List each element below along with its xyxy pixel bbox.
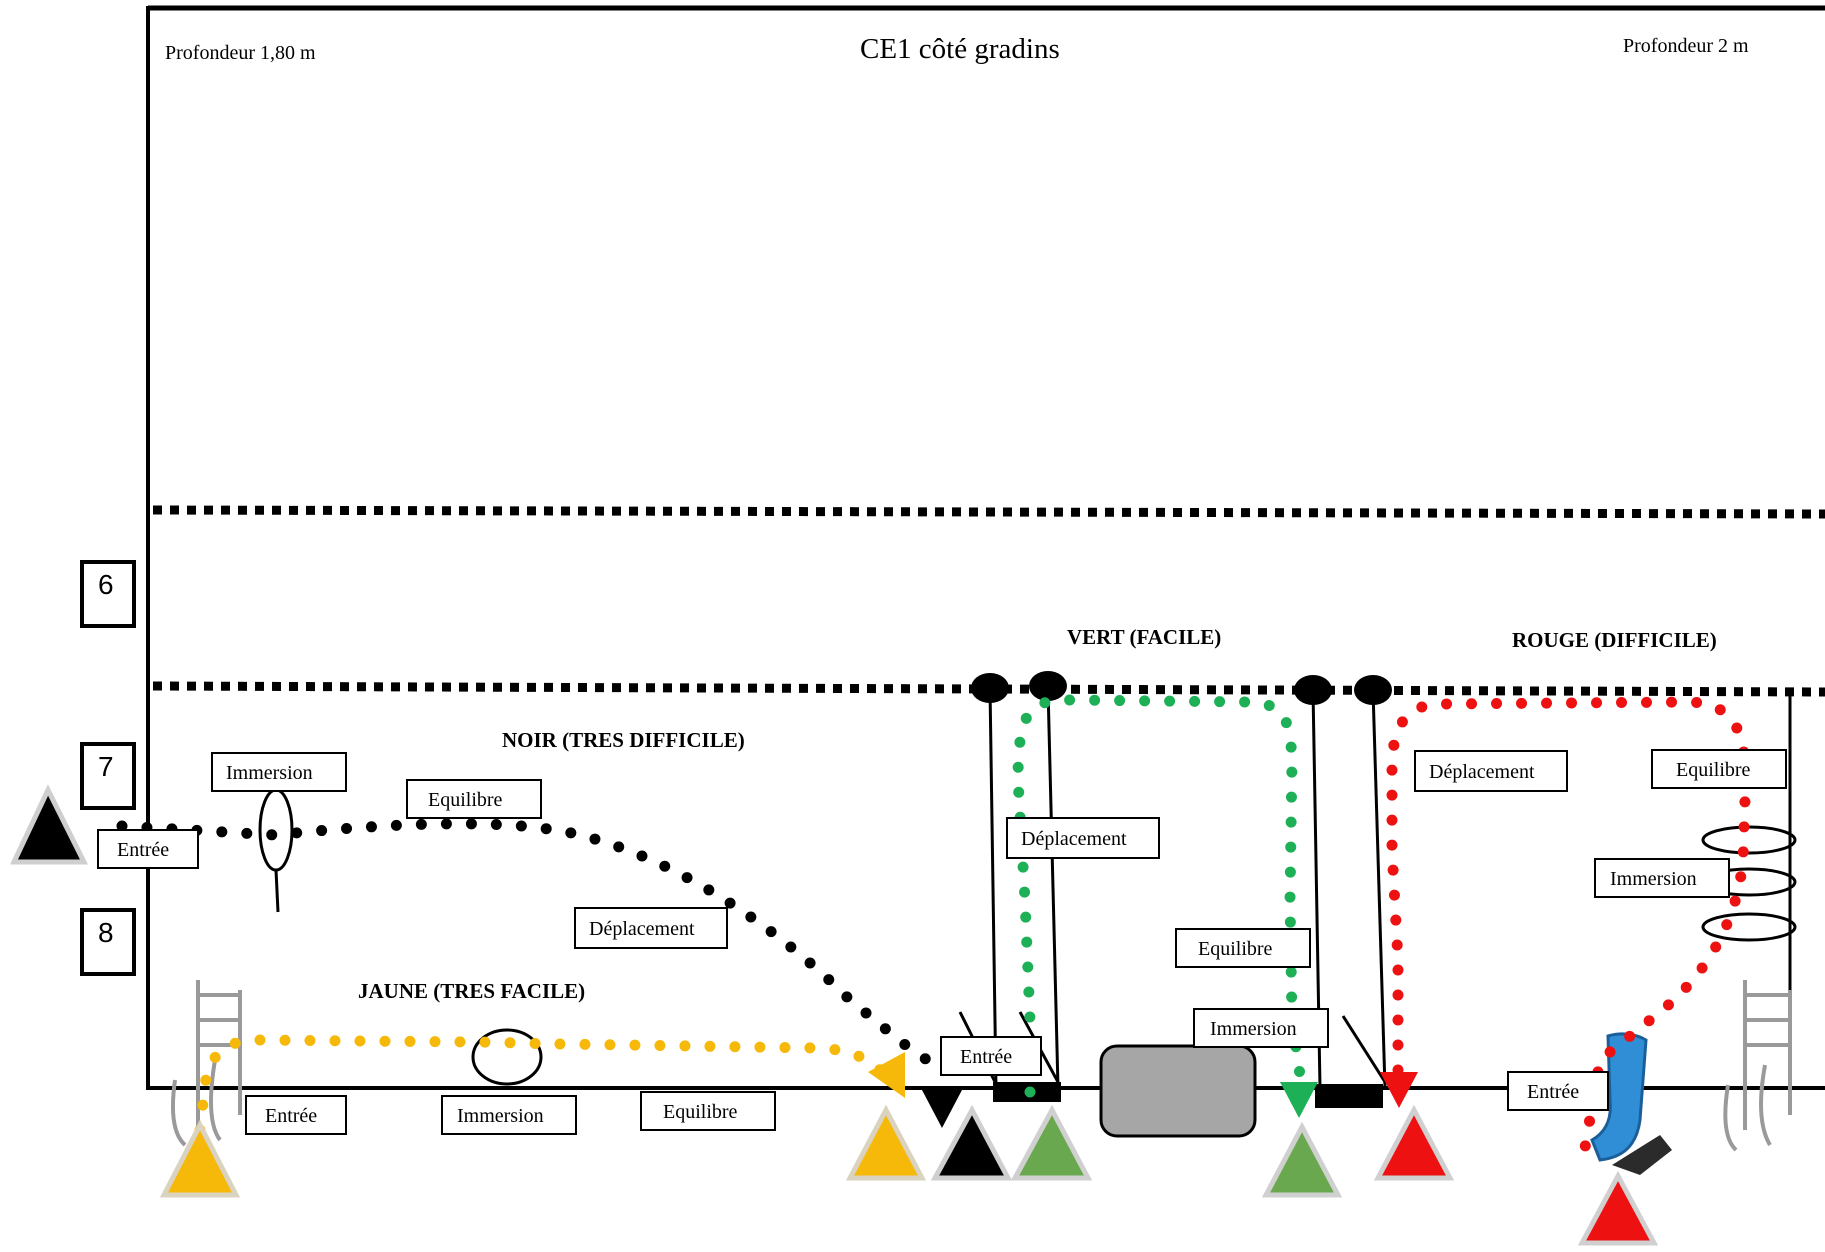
pool-frame (146, 5, 1825, 1090)
rouge-deplacement-label: Déplacement (1429, 761, 1535, 783)
noir-arrow-head (922, 1090, 962, 1128)
page-title: CE1 côté gradins (860, 33, 1060, 65)
lane-number-8-text: 8 (98, 917, 114, 948)
lane-number-6-text: 6 (98, 569, 114, 600)
jaune-arrow-head (868, 1052, 905, 1098)
rouge-equilibre-label: Equilibre (1676, 759, 1751, 781)
buoy-icon (971, 671, 1392, 705)
ladder-icon (171, 980, 242, 1147)
jaune-immersion-label: Immersion (457, 1105, 544, 1127)
vert-entree-label: Entrée (960, 1046, 1012, 1068)
vert-start-triangle (1010, 1104, 1093, 1181)
vert-arrow-head (1280, 1082, 1318, 1118)
jaune-equilibre-label: Equilibre (663, 1101, 738, 1123)
noir-equilibre-label: Equilibre (428, 789, 503, 811)
noir-deplacement-label: Déplacement (589, 918, 695, 940)
vert-immersion-label: Immersion (1210, 1018, 1297, 1040)
mat-icon (1099, 1044, 1257, 1138)
lane-ropes (152, 505, 1825, 697)
course-jaune-path (194, 1034, 886, 1136)
course-rouge-path (1386, 696, 1751, 1171)
jaune-start-triangle-2 (845, 1104, 927, 1181)
lane-number-8: 8 (80, 908, 136, 976)
rouge-arrow-head (1380, 1072, 1418, 1108)
rouge-immersion-label: Immersion (1610, 868, 1697, 890)
noir-start-triangle (10, 784, 89, 865)
noir-immersion-label: Immersion (226, 762, 313, 784)
start-markers (10, 784, 1659, 1246)
vert-start-triangle-2 (1261, 1121, 1343, 1198)
jaune-start-triangle (159, 1119, 241, 1198)
course-vert-title: VERT (FACILE) (1067, 625, 1221, 649)
course-jaune-title: JAUNE (TRES FACILE) (358, 979, 585, 1003)
vert-equilibre-label: Equilibre (1198, 938, 1273, 960)
course-noir-title: NOIR (TRES DIFFICILE) (502, 728, 745, 752)
course-rouge-title: ROUGE (DIFFICILE) (1512, 628, 1717, 652)
rouge-entree-label: Entrée (1527, 1081, 1579, 1103)
vert-deplacement-label: Déplacement (1021, 828, 1127, 850)
rouge-start-triangle (1373, 1104, 1455, 1181)
jaune-entree-label: Entrée (265, 1105, 317, 1127)
noir-start-triangle-2 (930, 1104, 1013, 1181)
lane-number-6: 6 (80, 560, 136, 628)
lane-rope-upper (152, 505, 1825, 519)
depth-left-label: Profondeur 1,80 m (165, 42, 316, 64)
ladder-icon (1723, 980, 1792, 1152)
label-boxes: Entrée Immersion Equilibre Déplacement E… (97, 749, 1787, 1135)
noir-entree-label: Entrée (117, 839, 169, 861)
rouge-start-triangle-2 (1577, 1170, 1659, 1246)
starting-block-2 (1315, 1084, 1383, 1108)
lane-number-7: 7 (80, 742, 136, 810)
depth-right-label: Profondeur 2 m (1623, 35, 1749, 57)
course-noir-path (116, 818, 946, 1071)
lane-number-7-text: 7 (98, 751, 114, 782)
course-vert-path (1012, 694, 1306, 1098)
